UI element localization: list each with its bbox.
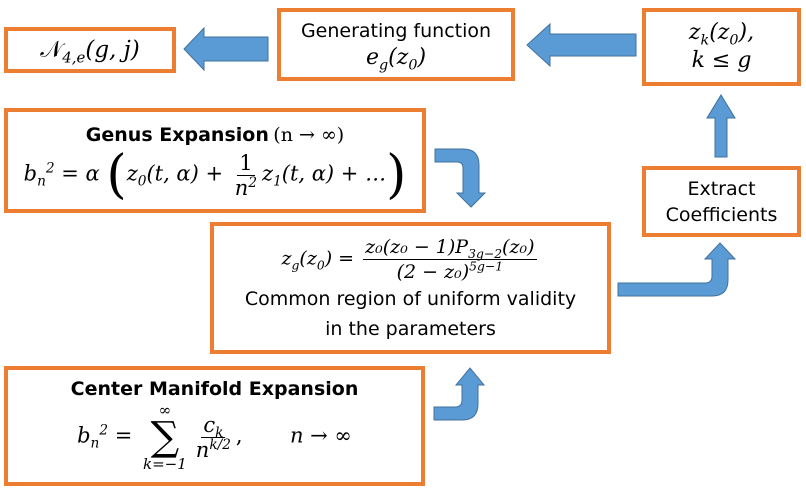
zg-den-sup: 5g−1: [469, 259, 504, 274]
zk-args-close: ),: [738, 20, 755, 45]
extract-line1: Extract: [687, 177, 756, 200]
zg-numerator: z₀(z₀ − 1)P3g−2(z₀): [363, 235, 537, 261]
zg-fraction: z₀(z₀ − 1)P3g−2(z₀) (2 − z₀)5g−1: [363, 235, 537, 284]
cm-num-sub: k: [215, 424, 224, 441]
ge-paren-close: ): [386, 145, 407, 205]
cm-sum: ∞ ∑ k=−1: [143, 402, 187, 472]
arrow-center-to-zg: [433, 367, 486, 421]
arrow-extract-to-zk: [706, 94, 736, 158]
cm-lhs-sup: 2: [99, 422, 109, 439]
cm-equals: =: [114, 423, 133, 448]
ge-term0-sub: 0: [137, 173, 147, 190]
gf-args-sub: 0: [408, 56, 418, 73]
cm-lhs-base: b: [77, 423, 91, 448]
ge-term0-base: z: [126, 161, 138, 186]
center-manifold-box: Center Manifold Expansion bn2 = ∞ ∑ k=−1…: [4, 366, 425, 486]
ge-term1-base: z: [262, 161, 274, 186]
genus-expansion-box: Genus Expansion (n → ∞) bn2 = α (z0(t, α…: [4, 108, 426, 213]
count-args: (g, j): [85, 37, 140, 63]
cm-num-base: c: [203, 412, 216, 437]
ge-frac-den-base: n: [234, 175, 249, 200]
gf-args-open: (z: [388, 44, 409, 70]
arrow-zg-to-extract: [617, 242, 737, 297]
cm-frac-den: nk/2: [194, 438, 233, 462]
cm-limit: n → ∞: [289, 423, 352, 448]
zk-args-open: (z: [709, 20, 730, 45]
zk-line2: k ≤ g: [691, 48, 752, 73]
genus-expansion-limit: (n → ∞): [273, 124, 345, 146]
zg-denominator: (2 − z₀)5g−1: [395, 260, 506, 284]
genus-expansion-header: Genus Expansion (n → ∞): [86, 121, 344, 150]
zg-lhs-sub: g: [291, 257, 300, 272]
zk-line1: zk(z0),: [688, 19, 755, 49]
gf-sub: g: [378, 56, 389, 73]
ge-paren-open: (: [106, 145, 127, 205]
center-manifold-equation: bn2 = ∞ ∑ k=−1 ck nk/2 , n → ∞: [77, 402, 352, 472]
cm-lhs-sub: n: [90, 435, 100, 452]
generating-function-label: Generating function: [300, 19, 492, 42]
zg-box: zg(z0) = z₀(z₀ − 1)P3g−2(z₀) (2 − z₀)5g−…: [210, 222, 611, 354]
generating-function-formula: eg(z0): [365, 44, 427, 73]
gf-base: e: [365, 44, 379, 70]
zg-den-main: (2 − z₀): [396, 260, 470, 283]
arrow-generating-to-count: [183, 26, 269, 72]
ge-frac-den-sup: 2: [248, 174, 257, 191]
zk-box: zk(z0), k ≤ g: [642, 8, 801, 86]
zg-num-sub: 3g−2: [468, 246, 503, 261]
cm-sum-symbol: ∑: [150, 414, 180, 460]
count-formula: 𝒩4,e(g, j): [40, 36, 140, 67]
ge-frac-num: 1: [237, 150, 255, 176]
generating-function-box: Generating function eg(z0): [277, 8, 515, 81]
cm-frac-num: ck: [201, 412, 226, 441]
cm-den-sup: k/2: [209, 436, 231, 453]
arrow-genus-to-zg: [434, 148, 487, 208]
ge-lhs-sup: 2: [45, 160, 55, 177]
zk-args-sub: 0: [729, 32, 739, 49]
zg-line2: Common region of uniform validity: [244, 287, 577, 310]
center-manifold-title: Center Manifold Expansion: [70, 378, 359, 400]
zg-num-main: z₀(z₀ − 1)P: [365, 235, 469, 258]
zg-lhs-base: z: [281, 247, 292, 269]
ge-equals: = α: [54, 161, 100, 186]
zg-num-tail: (z₀): [502, 235, 535, 258]
ge-term0-args: (t, α) +: [146, 161, 224, 186]
ge-lhs-base: b: [23, 161, 38, 186]
genus-expansion-title: Genus Expansion: [85, 124, 269, 146]
ge-term1-sub: 1: [273, 173, 282, 190]
extract-line2: Coefficients: [665, 203, 778, 226]
extract-coefficients-box: Extract Coefficients: [642, 166, 801, 237]
zk-base: z: [688, 20, 701, 45]
zg-line3: in the parameters: [325, 317, 496, 340]
cm-sum-lower: k=−1: [143, 455, 187, 473]
genus-expansion-equation: bn2 = α (z0(t, α) + 1 n2 z1(t, α) + …): [23, 149, 407, 201]
cm-sum-upper: ∞: [158, 401, 172, 419]
ge-fraction: 1 n2: [233, 151, 259, 200]
cm-den-base: n: [195, 437, 210, 462]
cm-fraction: ck nk/2: [194, 413, 233, 462]
arrow-zk-to-generating: [526, 22, 637, 68]
cm-comma: ,: [235, 423, 243, 448]
ge-term1-args: (t, α) + …: [281, 161, 387, 186]
count-box: 𝒩4,e(g, j): [4, 27, 176, 73]
zg-equation: zg(z0) = z₀(z₀ − 1)P3g−2(z₀) (2 − z₀)5g−…: [282, 235, 540, 284]
zg-lhs-args-close: ) =: [324, 247, 355, 269]
zg-lhs-args-open: (z: [299, 247, 317, 269]
gf-args-close: ): [417, 44, 427, 70]
ge-lhs-sub: n: [37, 173, 46, 190]
zg-lhs-args-sub: 0: [316, 257, 325, 272]
count-subscript: 4,e: [62, 48, 86, 67]
count-symbol: 𝒩: [40, 37, 63, 63]
ge-frac-den: n2: [233, 176, 259, 200]
zk-sub: k: [700, 32, 710, 49]
